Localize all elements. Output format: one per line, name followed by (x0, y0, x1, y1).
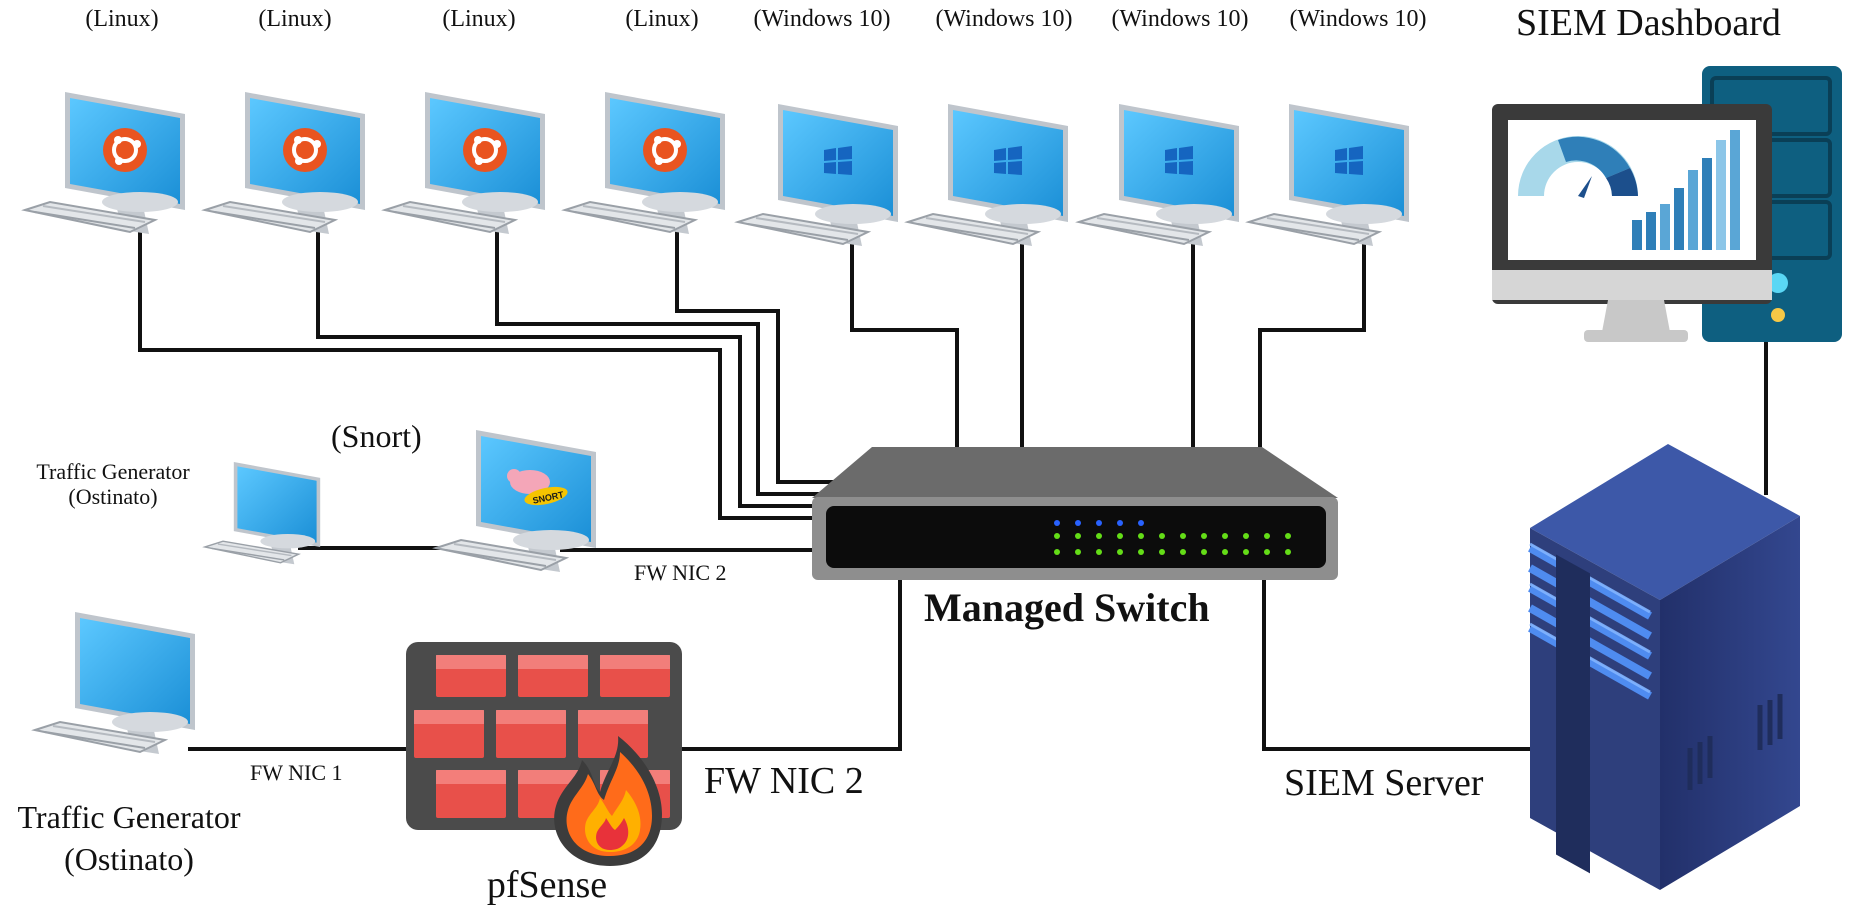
server-side (1660, 516, 1800, 890)
traffic-generator-bottom (31, 612, 195, 754)
workstation-win-3 (1075, 104, 1239, 246)
desktop-computer-icon (904, 104, 1068, 246)
workstation-win-4 (1245, 104, 1409, 246)
desktop-computer-icon (381, 92, 545, 234)
workstation-linux-4 (561, 92, 725, 234)
cable-siem-switch (1262, 578, 1530, 751)
workstation-label-linux-1: (Linux) (85, 6, 159, 32)
windows-logo-icon (994, 146, 1022, 175)
bar-chart-icon (1632, 130, 1740, 250)
server-top (1530, 444, 1800, 600)
network-cables (138, 210, 1768, 751)
windows-logo-icon (1165, 146, 1193, 175)
traffic-generator-top-tool: (Ostinato) (68, 484, 158, 510)
windows-logo-icon (824, 146, 852, 175)
desktop-computer-icon (561, 92, 725, 234)
desktop-computer-icon (1075, 104, 1239, 246)
server-door (1556, 554, 1590, 874)
snort-label: (Snort) (331, 418, 422, 454)
ubuntu-logo-icon (643, 128, 687, 172)
cable-linux-3 (495, 210, 840, 496)
traffic-generator-top-name: Traffic Generator (36, 459, 190, 484)
desktop-computer-icon (21, 92, 185, 234)
workstation-label-linux-2: (Linux) (258, 6, 332, 32)
workstation-win-1 (734, 104, 898, 246)
workstation-label-win-4: (Windows 10) (1289, 6, 1427, 32)
traffic-generator-bottom-tool: (Ostinato) (64, 840, 194, 877)
workstation-win-2 (904, 104, 1068, 246)
switch-top (812, 447, 1338, 498)
workstation-label-win-2: (Windows 10) (935, 6, 1073, 32)
traffic-generator-top (202, 462, 321, 565)
snort-sensor: SNORT (432, 430, 596, 572)
traffic-generator-bottom-label: Traffic Generator (Ostinato) (17, 797, 240, 880)
desktop-computer-icon (202, 462, 321, 565)
traffic-generator-bottom-name: Traffic Generator (17, 799, 241, 835)
workstation-label-linux-3: (Linux) (442, 6, 516, 32)
desktop-computer-icon (734, 104, 898, 246)
cable-win-4 (1258, 222, 1366, 450)
windows-logo-icon (1335, 146, 1363, 175)
siem-server-label: SIEM Server (1284, 762, 1484, 804)
desktop-computer-icon (31, 612, 195, 754)
workstation-linux-1 (21, 92, 185, 234)
server-vents (1687, 694, 1783, 790)
ubuntu-logo-icon (283, 128, 327, 172)
switch-led-green (1054, 533, 1291, 555)
cable-linux-4 (675, 210, 850, 484)
cable-pfsense-switch (670, 578, 902, 751)
ubuntu-logo-icon (103, 128, 147, 172)
workstation-label-linux-4: (Linux) (625, 6, 699, 32)
gauge-chart-icon (1518, 136, 1638, 198)
ubuntu-logo-icon (463, 128, 507, 172)
pfsense-firewall (406, 642, 682, 866)
pfsense-fw-nic-2-label: FW NIC 2 (704, 760, 864, 802)
pfsense-label: pfSense (486, 864, 608, 906)
traffic-generator-top-label: Traffic Generator (Ostinato) (36, 459, 189, 510)
desktop-computer-icon (1245, 104, 1409, 246)
siem-dashboard-title: SIEM Dashboard (1516, 2, 1781, 44)
managed-switch-label: Managed Switch (924, 585, 1210, 630)
cable-linux-1 (138, 210, 820, 520)
workstation-label-win-3: (Windows 10) (1111, 6, 1249, 32)
cable-linux-2 (316, 210, 830, 508)
workstation-label-win-1: (Windows 10) (753, 6, 891, 32)
snort-fw-nic-label: FW NIC 2 (634, 560, 727, 585)
flame-icon (554, 736, 662, 866)
desktop-computer-icon (201, 92, 365, 234)
fw-nic-1-label: FW NIC 1 (250, 760, 343, 785)
siem-server (1528, 444, 1800, 890)
siem-dashboard (1492, 66, 1842, 342)
managed-switch (812, 447, 1338, 580)
workstation-linux-2 (201, 92, 365, 234)
switch-led-blue (1054, 520, 1144, 526)
workstation-linux-3 (381, 92, 545, 234)
cable-win-1 (850, 222, 959, 450)
